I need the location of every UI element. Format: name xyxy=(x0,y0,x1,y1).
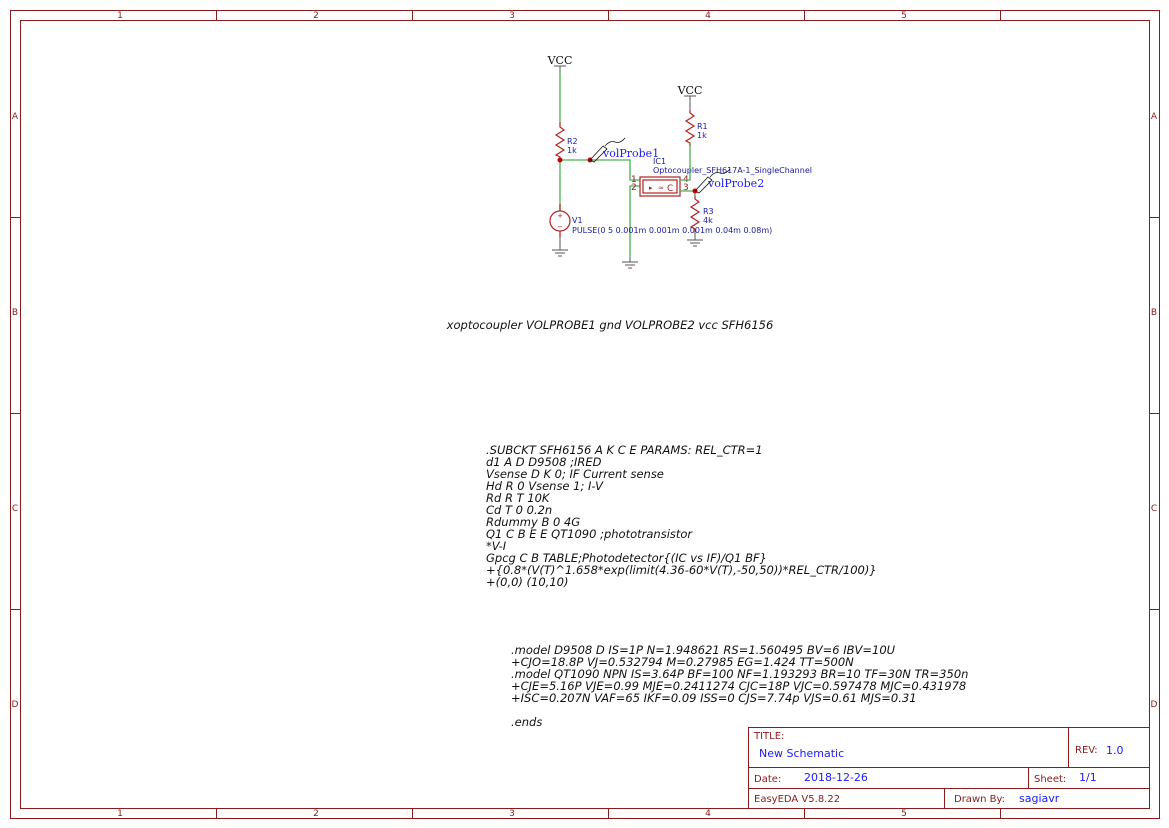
voltage-probe-1[interactable]: volProbe1 xyxy=(587,137,660,163)
date-value: 2018-12-26 xyxy=(804,771,868,784)
r1-value: 1k xyxy=(697,131,707,140)
spice-line: +CJO=18.8P VJ=0.532794 M=0.27985 EG=1.42… xyxy=(511,655,854,669)
svg-text:C: C xyxy=(667,184,673,194)
spice-line: Gpcg C B TABLE;Photodetector{(IC vs IF)/… xyxy=(486,551,767,565)
svg-text:−: − xyxy=(557,223,563,231)
ground-symbol xyxy=(687,232,703,247)
row-label: C xyxy=(1151,504,1157,514)
row-label: A xyxy=(1151,112,1158,122)
v1-value: PULSE(0 5 0.001m 0.001m 0.001m 0.04m 0.0… xyxy=(572,226,772,235)
spice-line: *V-I xyxy=(486,539,507,553)
spice-line: .model D9508 D IS=1P N=1.948621 RS=1.560… xyxy=(511,643,896,657)
spice-line: +(0,0) (10,10) xyxy=(486,575,568,589)
pin-2-label: 2 xyxy=(631,183,637,193)
circuit: VCC R2 1k volProbe1 + − V1 PULSE(0 xyxy=(547,54,812,269)
r3-value: 4k xyxy=(703,216,713,225)
schematic-title: New Schematic xyxy=(759,747,844,760)
rev-label: REV: xyxy=(1075,745,1098,756)
voltage-probe-2[interactable]: volProbe2 xyxy=(692,168,765,194)
column-label: 4 xyxy=(705,809,711,819)
column-label: 1 xyxy=(117,809,123,819)
svg-text:≈: ≈ xyxy=(658,184,664,192)
sheet-value: 1/1 xyxy=(1079,771,1097,784)
rev-value: 1.0 xyxy=(1106,744,1124,757)
spice-line: Vsense D K 0; IF Current sense xyxy=(486,467,664,481)
r2-name: R2 xyxy=(567,137,578,146)
drawn-by-value: sagiavr xyxy=(1019,792,1060,805)
spice-line: +CJE=5.16P VJE=0.99 MJE=0.2411274 CJC=18… xyxy=(511,679,966,693)
column-labels-top: 1 2 3 4 5 xyxy=(117,11,907,21)
spice-line: Rd R T 10K xyxy=(486,491,551,505)
ends-line: .ends xyxy=(511,715,542,729)
xoptocoupler-line: xoptocoupler VOLPROBE1 gnd VOLPROBE2 vcc… xyxy=(446,318,774,332)
pin-3-label: 3 xyxy=(683,183,689,193)
sheet-frame xyxy=(10,10,1160,819)
row-label: B xyxy=(12,308,18,318)
spice-line: Rdummy B 0 4G xyxy=(486,515,580,529)
spice-line: .SUBCKT SFH6156 A K C E PARAMS: REL_CTR=… xyxy=(486,443,763,457)
column-labels-bottom: 1 2 3 4 5 xyxy=(117,809,907,819)
probe1-label: volProbe1 xyxy=(602,147,659,160)
vcc-label: VCC xyxy=(547,54,573,67)
row-label: D xyxy=(12,700,19,710)
spice-line: d1 A D D9508 ;IRED xyxy=(486,455,602,469)
junction-dot xyxy=(557,157,563,163)
r2-value: 1k xyxy=(567,146,577,155)
vcc-symbol-2[interactable]: VCC xyxy=(677,84,703,110)
date-label: Date: xyxy=(754,774,781,785)
svg-text:+: + xyxy=(557,212,563,220)
column-label: 3 xyxy=(509,809,515,819)
voltage-source-v1[interactable]: + − V1 PULSE(0 5 0.001m 0.001m 0.001m 0.… xyxy=(549,204,772,238)
software-version: EasyEDA V5.8.22 xyxy=(754,794,840,805)
spice-line: Q1 C B E E QT1090 ;phototransistor xyxy=(486,527,693,541)
column-label: 5 xyxy=(901,809,907,819)
spice-line: Hd R 0 Vsense 1; I-V xyxy=(486,479,604,493)
row-labels-right: A B C D xyxy=(1151,112,1158,710)
resistor-r1[interactable]: R1 1k xyxy=(684,110,708,146)
sheet-label: Sheet: xyxy=(1034,774,1066,785)
resistor-r3[interactable]: R3 4k xyxy=(689,196,714,232)
ic1-value: Optocoupler_SFH617A-1_SingleChannel xyxy=(653,166,812,175)
resistor-r2[interactable]: R2 1k xyxy=(554,122,578,160)
ground-symbol xyxy=(622,258,638,269)
spice-line: +ISC=0.207N VAF=65 IKF=0.09 ISS=0 CJS=7.… xyxy=(511,691,917,705)
ic1-name: IC1 xyxy=(653,157,666,166)
row-label: D xyxy=(1151,700,1158,710)
spice-line: Cd T 0 0.2n xyxy=(486,503,552,517)
subckt-text-block: .SUBCKT SFH6156 A K C E PARAMS: REL_CTR=… xyxy=(486,443,877,589)
title-label: TITLE: xyxy=(753,731,784,742)
row-labels-left: A B C D xyxy=(12,112,19,710)
ground-symbol xyxy=(552,238,568,257)
row-label: B xyxy=(1151,308,1157,318)
v1-name: V1 xyxy=(572,216,583,225)
probe2-label: volProbe2 xyxy=(707,177,764,190)
pin-1-label: 1 xyxy=(631,175,637,185)
column-label: 2 xyxy=(313,809,319,819)
vcc-label: VCC xyxy=(677,84,703,97)
column-label: 3 xyxy=(509,11,515,21)
model-text-block: .model D9508 D IS=1P N=1.948621 RS=1.560… xyxy=(511,643,968,705)
svg-text:▸: ▸ xyxy=(649,184,653,192)
row-label: A xyxy=(12,112,19,122)
column-label: 4 xyxy=(705,11,711,21)
drawn-by-label: Drawn By: xyxy=(954,794,1005,805)
r3-name: R3 xyxy=(703,207,714,216)
r1-name: R1 xyxy=(697,122,708,131)
column-label: 2 xyxy=(313,11,319,21)
spice-line: +{0.8*(V(T)^1.658*exp(limit(4.36-60*V(T)… xyxy=(486,563,877,577)
column-label: 5 xyxy=(901,11,907,21)
row-label: C xyxy=(12,504,18,514)
title-block: TITLE: New Schematic REV: 1.0 Date: 2018… xyxy=(748,727,1150,809)
spice-line: .model QT1090 NPN IS=3.64P BF=100 NF=1.1… xyxy=(511,667,968,681)
vcc-symbol-1[interactable]: VCC xyxy=(547,54,573,72)
column-label: 1 xyxy=(117,11,123,21)
